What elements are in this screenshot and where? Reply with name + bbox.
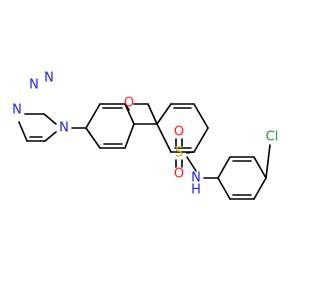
bond-line bbox=[217, 177, 231, 200]
bond-line bbox=[253, 177, 267, 200]
atom-label: O bbox=[124, 96, 134, 111]
bond-line bbox=[85, 103, 101, 129]
atom-label: N bbox=[12, 103, 22, 118]
bond-line bbox=[217, 156, 231, 179]
bond-line bbox=[18, 121, 28, 142]
atom-label: N bbox=[59, 121, 69, 136]
bond-line bbox=[43, 113, 57, 125]
bond-line bbox=[124, 103, 130, 111]
bond-line bbox=[124, 123, 135, 149]
atom-label: O bbox=[174, 125, 184, 140]
bond-line bbox=[193, 103, 209, 129]
bond-line bbox=[156, 103, 172, 125]
atom-label: N bbox=[191, 171, 201, 186]
bond-line bbox=[147, 103, 158, 125]
bond-line bbox=[186, 151, 195, 154]
bond-line bbox=[193, 127, 209, 153]
bond-line bbox=[85, 127, 101, 149]
atom-label: H bbox=[191, 183, 201, 198]
bond-line bbox=[253, 156, 267, 179]
atom-label: Cl bbox=[266, 130, 279, 145]
atom-label: N bbox=[29, 78, 39, 93]
atom-label: O bbox=[174, 167, 184, 182]
atom-label: S bbox=[175, 146, 183, 161]
bond-line bbox=[156, 123, 172, 153]
bond-line bbox=[265, 144, 271, 179]
atom-label: N bbox=[44, 71, 54, 86]
bond-line bbox=[44, 131, 57, 142]
bond-line bbox=[186, 156, 197, 172]
bond-lines bbox=[18, 103, 271, 200]
